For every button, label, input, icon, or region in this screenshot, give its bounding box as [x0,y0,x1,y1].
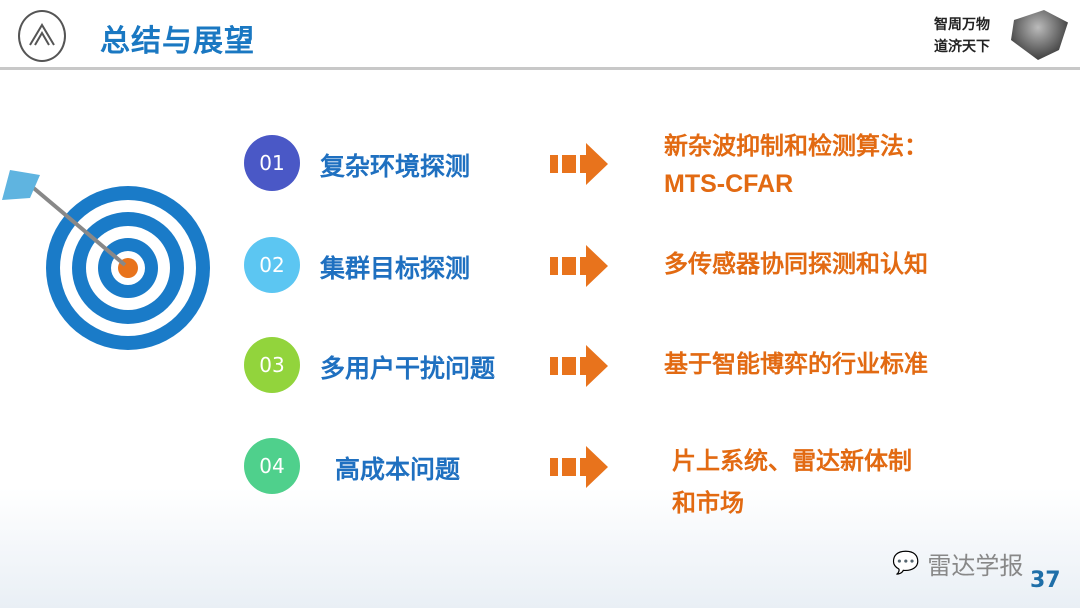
item-result: 基于智能博弈的行业标准 [664,350,928,378]
number-badge: 02 [244,237,300,293]
item-result: 片上系统、雷达新体制和市场 [672,440,912,524]
watermark-text: 雷达学报 [927,552,1024,580]
university-logo [18,10,66,62]
arrow-right-icon [550,143,608,185]
page-number: 37 [1030,568,1061,593]
number-badge: 01 [244,135,300,191]
target-icon [2,170,210,350]
arrow-right-icon [550,245,608,287]
arrow-right-icon [550,345,608,387]
result-line-1: 新杂波抑制和检测算法： [664,132,928,160]
item-result: 多传感器协同探测和认知 [664,250,928,278]
number-badge: 04 [244,438,300,494]
number-badge: 03 [244,337,300,393]
result-line-2: 和市场 [672,489,744,517]
page-title: 总结与展望 [100,24,255,59]
item-label: 多用户干扰问题 [320,354,496,383]
item-label: 高成本问题 [335,455,461,484]
background-mountains [0,488,1080,608]
item-result: 新杂波抑制和检测算法： MTS-CFAR [664,127,928,203]
motto-line-1: 智周万物 [934,17,990,33]
motto-line-2: 道济天下 [934,39,990,55]
result-line-2: MTS-CFAR [664,170,794,198]
item-label: 集群目标探测 [320,254,471,283]
stone-seal-image [1011,10,1068,60]
wechat-watermark: 💬 雷达学报 [892,546,1023,581]
arrow-right-icon [550,446,608,488]
item-label: 复杂环境探测 [320,152,471,181]
motto: 智周万物道济天下 [934,14,990,58]
result-line-1: 片上系统、雷达新体制 [672,447,912,475]
wechat-icon: 💬 [892,551,920,576]
header-divider [0,67,1080,70]
